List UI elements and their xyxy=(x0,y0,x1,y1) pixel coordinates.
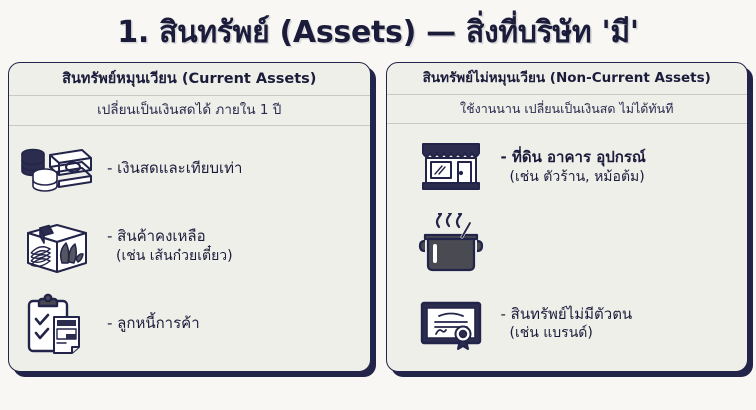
cooking-pot-icon xyxy=(413,212,489,278)
list-item xyxy=(387,212,748,278)
card-current-assets-subtitle: เปลี่ยนเป็นเงินสดได้ ภายใน 1 ปี xyxy=(9,96,370,127)
list-item-note: (เช่น แบรนด์) xyxy=(509,325,593,342)
list-item-label: - เงินสดและเทียบเท่า xyxy=(107,159,243,178)
list-item-text: - เงินสดและเทียบเท่า xyxy=(107,159,242,179)
list-item-note: (เช่น เส้นก๋วยเตี๋ยว) xyxy=(116,248,233,265)
storefront-icon xyxy=(413,134,489,200)
certificate-icon xyxy=(413,291,489,357)
inventory-box-icon xyxy=(19,214,95,280)
list-item-label: - ที่ดิน อาคาร อุปกรณ์ xyxy=(500,147,646,166)
list-item-text: - ลูกหนี้การค้า xyxy=(107,314,200,334)
list-item-label: - สินค้าคงเหลือ xyxy=(107,227,206,246)
list-item: - ที่ดิน อาคาร อุปกรณ์ (เช่น ตัวร้าน, หม… xyxy=(387,134,748,200)
clipboard-invoice-icon xyxy=(19,291,95,357)
list-item: - ลูกหนี้การค้า xyxy=(9,291,370,357)
card-non-current-assets: สินทรัพย์ไม่หมุนเวียน (Non-Current Asset… xyxy=(385,62,748,372)
card-current-assets: สินทรัพย์หมุนเวียน (Current Assets) เปลี… xyxy=(8,62,371,372)
list-item: - สินค้าคงเหลือ (เช่น เส้นก๋วยเตี๋ยว) xyxy=(9,214,370,280)
card-current-assets-body: - เงินสดและเทียบเท่า xyxy=(9,126,370,371)
list-item-text: - สินค้าคงเหลือ (เช่น เส้นก๋วยเตี๋ยว) xyxy=(107,227,233,265)
card-non-current-assets-header: สินทรัพย์ไม่หมุนเวียน (Non-Current Asset… xyxy=(386,63,747,95)
list-item-label: - สินทรัพย์ไม่มีตัวตน xyxy=(500,304,633,323)
page-title: 1. สินทรัพย์ (Assets) — สิ่งที่บริษัท 'ม… xyxy=(117,15,639,50)
card-non-current-assets-subtitle: ใช้งานนาน เปลี่ยนเป็นเงินสด ไม่ได้ทันที xyxy=(386,95,747,124)
list-item-text: - สินทรัพย์ไม่มีตัวตน (เช่น แบรนด์) xyxy=(501,305,633,343)
list-item: - สินทรัพย์ไม่มีตัวตน (เช่น แบรนด์) xyxy=(387,291,748,357)
cash-and-coins-icon xyxy=(19,136,95,202)
list-item: - เงินสดและเทียบเท่า xyxy=(9,136,370,202)
card-non-current-assets-body: - ที่ดิน อาคาร อุปกรณ์ (เช่น ตัวร้าน, หม… xyxy=(387,124,748,371)
list-item-label: - ลูกหนี้การค้า xyxy=(107,314,200,333)
list-item-text: - ที่ดิน อาคาร อุปกรณ์ (เช่น ตัวร้าน, หม… xyxy=(501,148,646,186)
asset-cards-row: สินทรัพย์หมุนเวียน (Current Assets) เปลี… xyxy=(0,52,756,372)
list-item-note: (เช่น ตัวร้าน, หม้อต้ม) xyxy=(509,168,645,185)
card-current-assets-header: สินทรัพย์หมุนเวียน (Current Assets) xyxy=(9,63,370,96)
